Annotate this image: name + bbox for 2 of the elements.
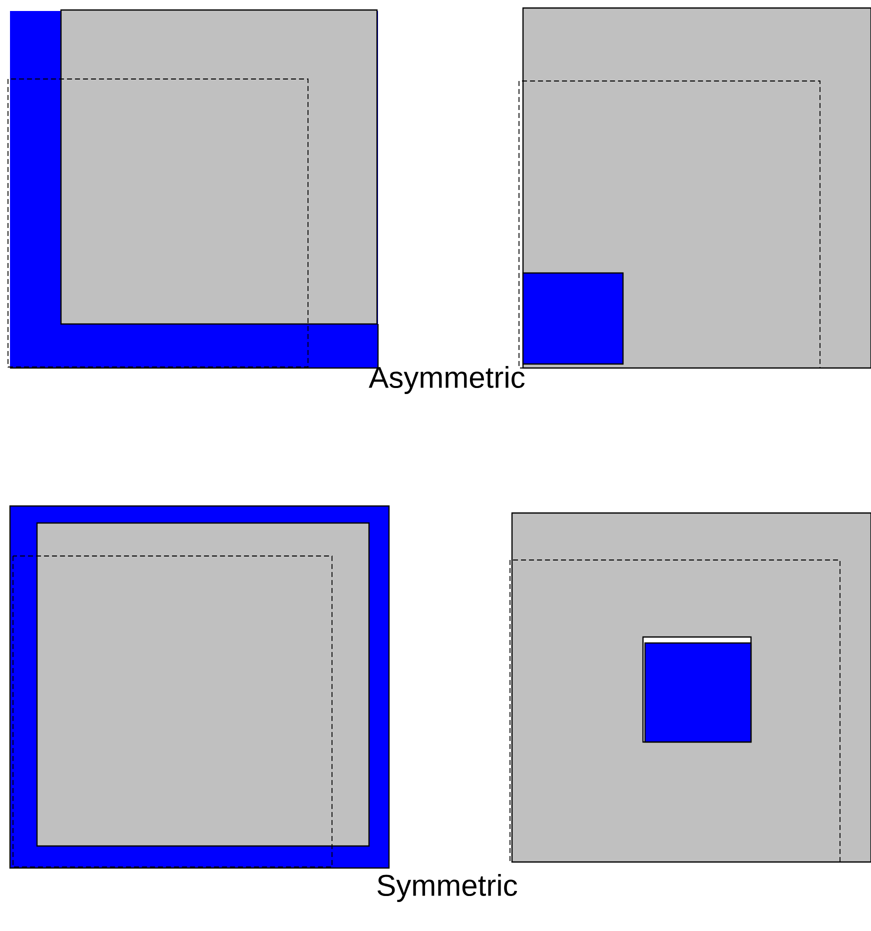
caption-text: Symmetric bbox=[378, 874, 518, 902]
caption-text: Asymmetric bbox=[368, 366, 525, 394]
